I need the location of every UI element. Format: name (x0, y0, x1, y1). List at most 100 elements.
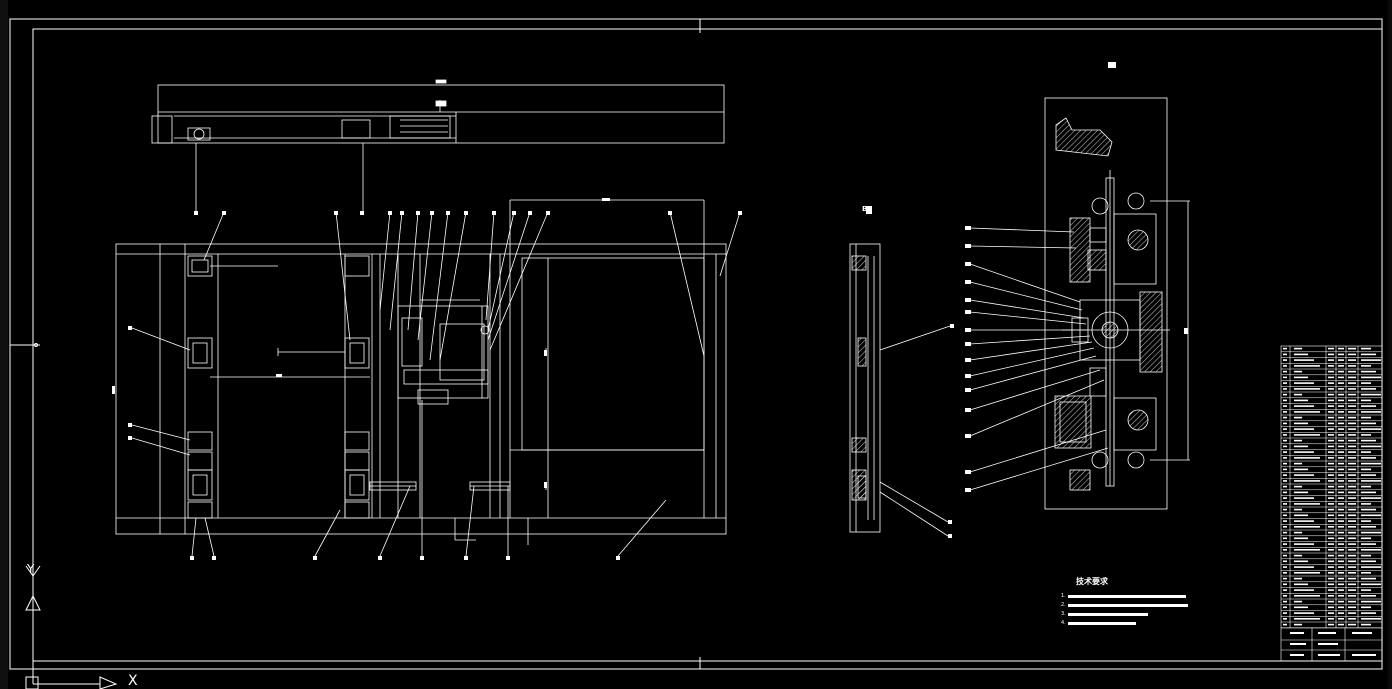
parts-list-cell-mark (1348, 382, 1356, 384)
parts-list-cell-mark (1348, 411, 1356, 413)
parts-list-cell-mark (1348, 503, 1356, 505)
parts-list-cell-mark (1348, 485, 1356, 488)
parts-list-cell-mark (1338, 347, 1344, 350)
parts-list-cell-mark (1338, 480, 1344, 482)
parts-list-cell-mark (1361, 359, 1381, 361)
parts-list-cell-mark (1328, 347, 1334, 350)
parts-list-cell-mark (1283, 422, 1287, 425)
parts-list-cell-mark (1361, 376, 1381, 379)
parts-list-cell-mark (1283, 600, 1287, 603)
parts-list-cell-mark (1283, 434, 1287, 436)
parts-list-cell-mark (1328, 457, 1334, 459)
parts-list-cell-mark (1348, 468, 1356, 471)
parts-list-cell-mark (1338, 388, 1344, 390)
parts-list-cell-mark (1283, 365, 1287, 367)
parts-list-cell-mark (1328, 393, 1334, 396)
parts-list-table (1280, 345, 1383, 662)
parts-list-cell-mark (1338, 445, 1344, 448)
parts-list-cell-mark (1361, 457, 1376, 459)
parts-list-cell-mark (1338, 520, 1344, 522)
parts-list-cell-mark (1348, 451, 1356, 453)
parts-list-cell-mark (1361, 491, 1376, 494)
parts-list-cell-mark (1328, 526, 1334, 528)
parts-list-cell-mark (1361, 480, 1381, 482)
parts-list-cell-mark (1348, 457, 1356, 459)
parts-list-cell-mark (1361, 474, 1376, 476)
parts-list-cell-mark (1283, 347, 1287, 350)
parts-list-cell-mark (1294, 566, 1314, 568)
technical-note-2: 2. (1061, 602, 1066, 608)
parts-list-cell-mark (1283, 393, 1287, 396)
parts-list-cell-mark (1283, 560, 1287, 563)
parts-list-cell-mark (1338, 508, 1344, 511)
parts-list-cell-mark (1361, 439, 1376, 442)
parts-list-cell-mark (1361, 451, 1371, 453)
parts-list-cell-mark (1361, 531, 1381, 534)
parts-list-cell-mark (1348, 520, 1356, 522)
title-block-cell-mark (1318, 654, 1340, 656)
parts-list-cell-mark (1328, 399, 1334, 402)
parts-list-cell-mark (1338, 468, 1344, 471)
parts-list-cell-mark (1283, 457, 1287, 459)
parts-list-cell-mark (1283, 405, 1287, 407)
parts-list-cell-mark (1283, 411, 1287, 413)
parts-list-cell-mark (1348, 439, 1356, 442)
parts-list-cell-mark (1338, 589, 1344, 591)
right-scroll-strip (1388, 0, 1392, 689)
parts-list-cell-mark (1338, 462, 1344, 465)
parts-list-cell-mark (1348, 491, 1356, 494)
parts-list-cell-mark (1361, 382, 1371, 384)
parts-list-cell-mark (1294, 526, 1320, 528)
parts-list-cell-mark (1348, 612, 1356, 614)
parts-list-cell-mark (1283, 416, 1287, 419)
parts-list-cell-mark (1338, 595, 1344, 597)
parts-list-cell-mark (1348, 583, 1356, 586)
parts-list-cell-mark (1283, 474, 1287, 476)
parts-list-cell-mark (1338, 405, 1344, 407)
parts-list-cell-mark (1283, 612, 1287, 614)
parts-list-cell-mark (1361, 623, 1371, 626)
parts-list-cell-mark (1283, 577, 1287, 580)
parts-list-cell-mark (1328, 491, 1334, 494)
parts-list-cell-mark (1328, 485, 1334, 488)
sheet-outer-frame (9, 18, 1383, 670)
parts-list-cell-mark (1348, 474, 1356, 476)
parts-list-cell-mark (1283, 583, 1287, 586)
parts-list-cell-mark (1294, 445, 1308, 448)
parts-list-cell-mark (1294, 491, 1308, 494)
parts-list-cell-mark (1294, 560, 1308, 563)
sheet-inner-frame (32, 28, 1383, 662)
title-block-cell-mark (1352, 654, 1376, 656)
parts-list-cell-mark (1328, 600, 1334, 603)
parts-list-cell-mark (1361, 497, 1381, 499)
parts-list-cell-mark (1283, 526, 1287, 528)
parts-list-cell-mark (1338, 451, 1344, 453)
ucs-x-axis-label: X (128, 673, 138, 689)
parts-list-cell-mark (1348, 554, 1356, 557)
left-toolbar-strip (0, 0, 8, 689)
parts-list-cell-mark (1338, 531, 1344, 534)
parts-list-cell-mark (1294, 376, 1308, 379)
parts-list-cell-mark (1294, 514, 1308, 517)
technical-note-1: 1. (1061, 593, 1066, 599)
parts-list-cell-mark (1338, 474, 1344, 476)
parts-list-cell-mark (1361, 503, 1371, 505)
parts-list-cell-mark (1283, 485, 1287, 488)
parts-list-cell-mark (1328, 370, 1334, 373)
parts-list-cell-mark (1348, 405, 1356, 407)
parts-list-cell-mark (1338, 618, 1344, 620)
title-block-cell-mark (1290, 654, 1304, 656)
parts-list-cell-mark (1294, 474, 1314, 476)
parts-list-cell-mark (1348, 393, 1356, 396)
parts-list-cell-mark (1328, 554, 1334, 557)
parts-list-cell-mark (1283, 428, 1287, 430)
parts-list-cell-mark (1283, 595, 1287, 597)
parts-list-cell-mark (1294, 531, 1302, 534)
parts-list-cell-mark (1361, 393, 1381, 396)
view-b-label: B (862, 205, 868, 213)
parts-list-cell-mark (1294, 462, 1302, 465)
parts-list-cell-mark (1338, 428, 1344, 430)
parts-list-cell-mark (1283, 399, 1287, 402)
parts-list-cell-mark (1348, 359, 1356, 361)
